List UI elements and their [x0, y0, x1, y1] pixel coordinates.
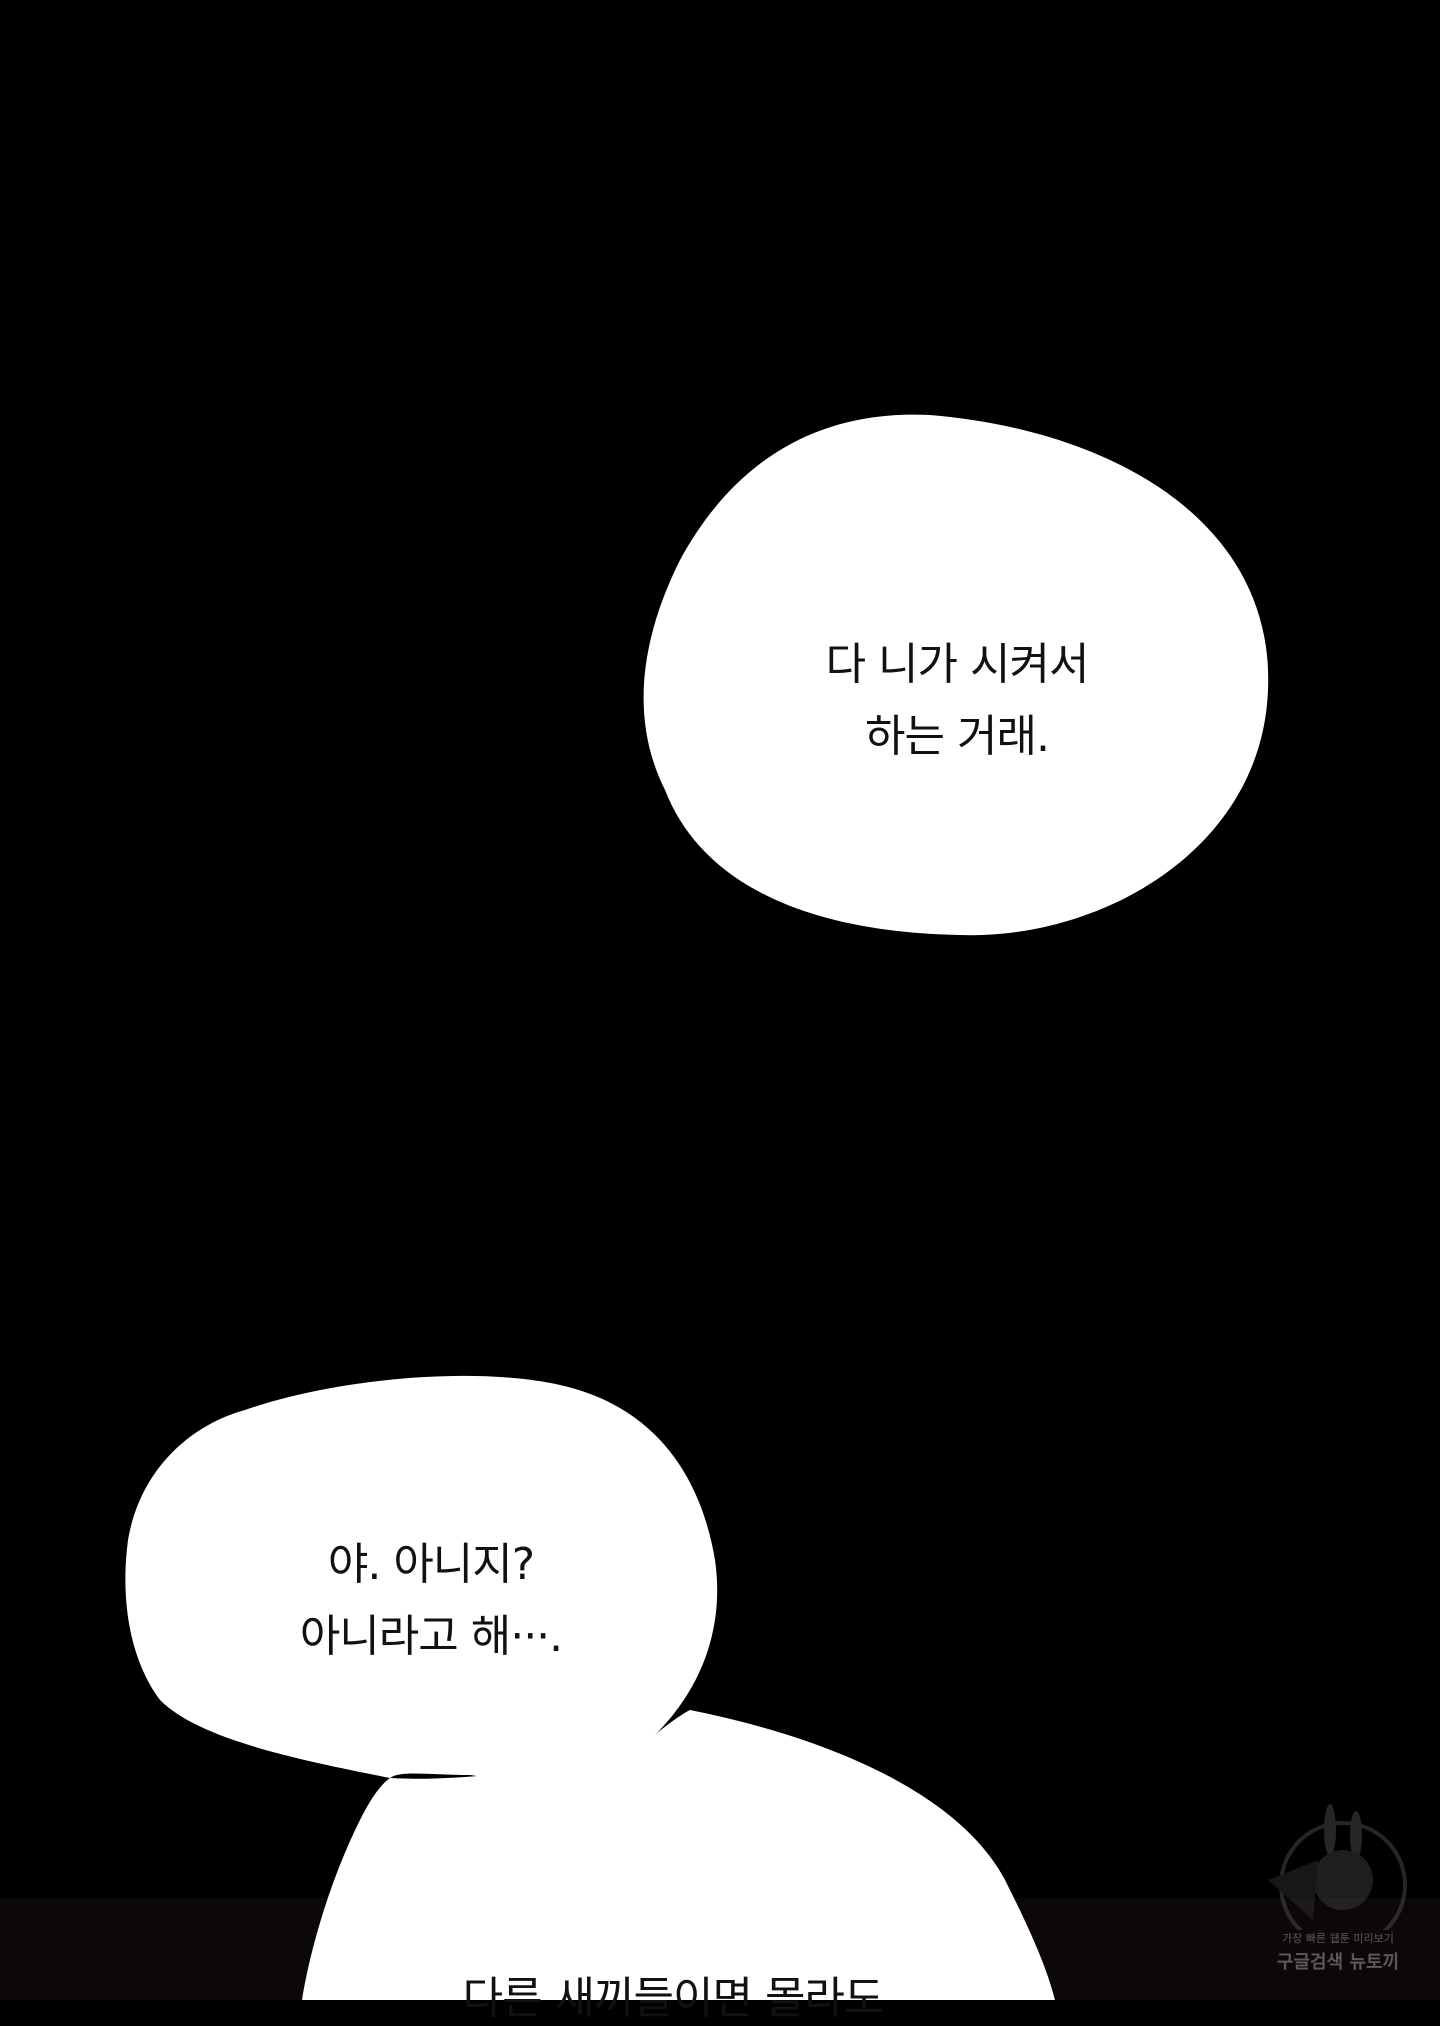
speech-bubble-3: [302, 1710, 1055, 2000]
watermark: 가장 빠른 웹툰 미리보기 구글검색 뉴토끼: [1258, 1800, 1418, 2000]
watermark-line-1: 가장 빠른 웹툰 미리보기: [1282, 1932, 1394, 1945]
bubble-1-line-2: 하는 거래.: [865, 711, 1050, 762]
speech-bubble-2: [125, 1375, 718, 1780]
watermark-mascot-icon: [1268, 1804, 1407, 1949]
bubble-2-line-1: 야. 아니지?: [327, 1539, 535, 1590]
watermark-line-2: 구글검색 뉴토끼: [1276, 1952, 1400, 1973]
speech-bubble-1: [643, 414, 1269, 936]
bubble-1-line-1: 다 니가 시켜서: [825, 639, 1090, 690]
bubble-3-line-1: 다른 새끼들이면 몰라도: [462, 1973, 885, 2024]
bubble-2-line-2: 아니라고 해···.: [299, 1611, 563, 1662]
